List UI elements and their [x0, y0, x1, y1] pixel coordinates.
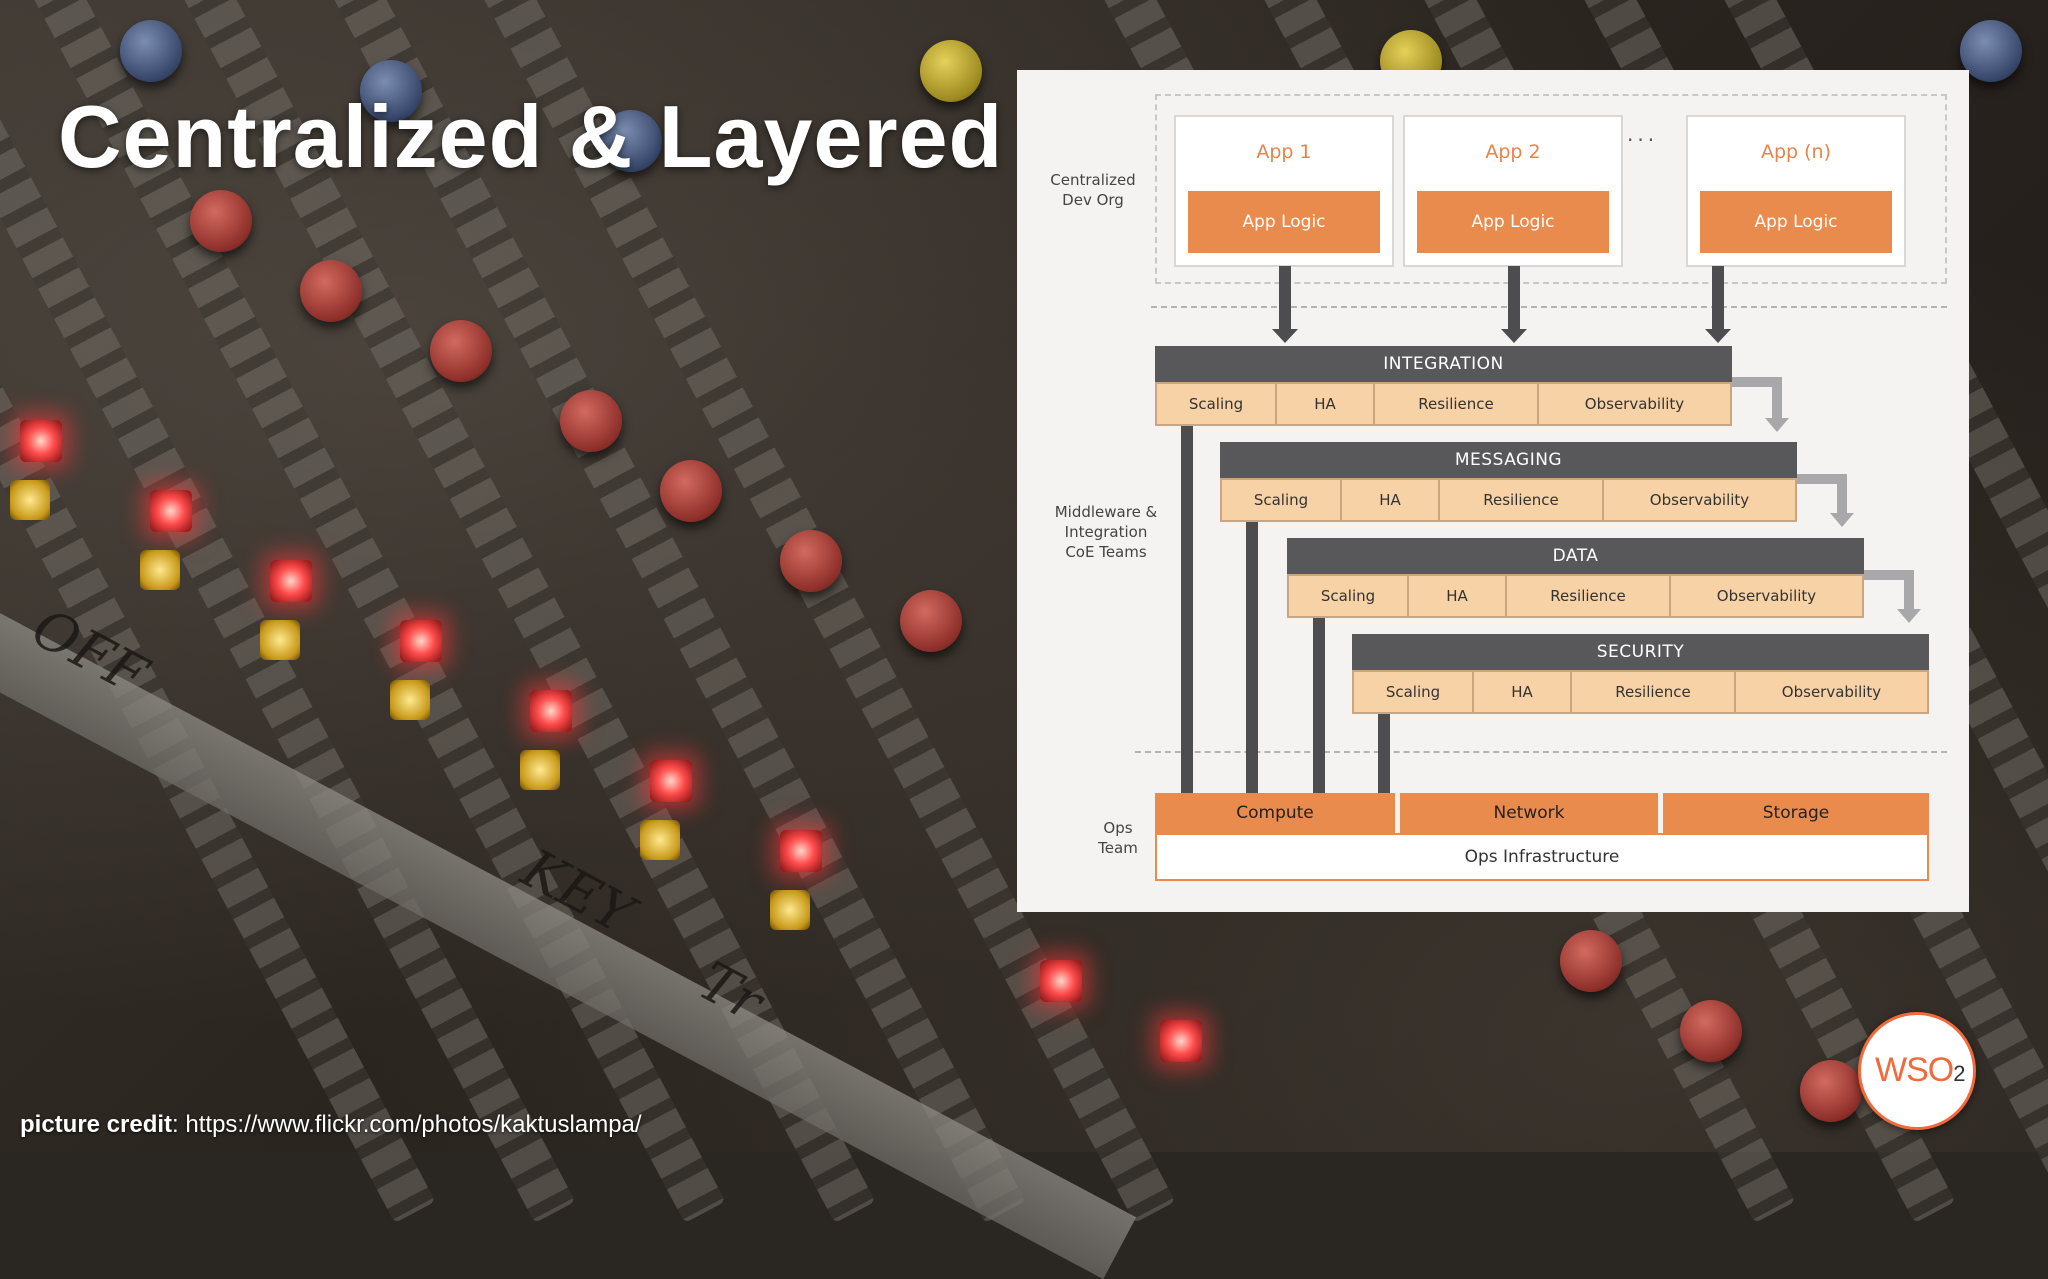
arrow-data-compute — [1313, 618, 1325, 842]
data-scaling: Scaling — [1287, 574, 1409, 618]
arrow-appn — [1712, 266, 1724, 332]
ops-network: Network — [1400, 793, 1658, 833]
arrow-messaging-compute — [1246, 522, 1258, 842]
cascade-integration — [1730, 377, 1782, 387]
arrow-app2 — [1508, 266, 1520, 332]
app-title: App 1 — [1256, 141, 1312, 163]
arrow-app1 — [1279, 266, 1291, 332]
app-card-n: App (n) App Logic — [1686, 115, 1906, 267]
app-card-2: App 2 App Logic — [1403, 115, 1623, 267]
ops-infrastructure: Ops Infrastructure — [1155, 833, 1929, 881]
integration-resilience: Resilience — [1373, 382, 1539, 426]
layer-messaging-header: MESSAGING — [1220, 442, 1797, 478]
slide-title: Centralized & Layered — [58, 87, 1004, 186]
cascade-data-head — [1897, 609, 1921, 623]
messaging-observability: Observability — [1602, 478, 1797, 522]
arrowhead-app1 — [1272, 329, 1298, 343]
cascade-integration-head — [1765, 418, 1789, 432]
security-resilience: Resilience — [1570, 670, 1736, 714]
app-card-1: App 1 App Logic — [1174, 115, 1394, 267]
arrowhead-appn — [1705, 329, 1731, 343]
wso2-logo: WSO2 — [1858, 1012, 1976, 1130]
security-ha: HA — [1472, 670, 1572, 714]
dev-org-container — [1155, 94, 1947, 284]
integration-scaling: Scaling — [1155, 382, 1277, 426]
apps-ellipsis: ... — [1627, 122, 1659, 146]
logo-text: WSO2 — [1875, 1051, 1965, 1089]
ops-separator — [1135, 751, 1947, 753]
label-ops: Ops Team — [1098, 819, 1138, 857]
credit-label: picture credit — [20, 1111, 173, 1138]
cascade-data — [1862, 570, 1914, 580]
picture-credit: picture credit: https://www.flickr.com/p… — [20, 1111, 642, 1139]
app-logic-box: App Logic — [1417, 191, 1609, 253]
credit-url: : https://www.flickr.com/photos/kaktusla… — [172, 1111, 642, 1138]
security-observability: Observability — [1734, 670, 1929, 714]
label-middleware: Middleware & Integration CoE Teams — [1054, 503, 1158, 561]
arrow-integration-compute — [1181, 426, 1193, 842]
app-title: App (n) — [1760, 141, 1832, 163]
arrowhead-app2 — [1501, 329, 1527, 343]
cascade-messaging-head — [1830, 513, 1854, 527]
label-dev-org: Centralized Dev Org — [1050, 171, 1136, 209]
ops-compute: Compute — [1155, 793, 1395, 833]
cascade-messaging-down — [1837, 474, 1847, 516]
integration-observability: Observability — [1537, 382, 1732, 426]
messaging-ha: HA — [1340, 478, 1440, 522]
messaging-resilience: Resilience — [1438, 478, 1604, 522]
app-logic-box: App Logic — [1700, 191, 1892, 253]
messaging-scaling: Scaling — [1220, 478, 1342, 522]
app-title: App 2 — [1485, 141, 1541, 163]
integration-ha: HA — [1275, 382, 1375, 426]
dev-org-separator — [1151, 306, 1947, 308]
cascade-integration-down — [1772, 377, 1782, 421]
layer-security-header: SECURITY — [1352, 634, 1929, 670]
data-resilience: Resilience — [1505, 574, 1671, 618]
cascade-messaging — [1795, 474, 1847, 484]
data-observability: Observability — [1669, 574, 1864, 618]
ops-storage: Storage — [1663, 793, 1929, 833]
layer-data-header: DATA — [1287, 538, 1864, 574]
app-logic-box: App Logic — [1188, 191, 1380, 253]
data-ha: HA — [1407, 574, 1507, 618]
cascade-data-down — [1904, 570, 1914, 612]
security-scaling: Scaling — [1352, 670, 1474, 714]
layer-integration-header: INTEGRATION — [1155, 346, 1732, 382]
architecture-diagram: Centralized Dev Org Middleware & Integra… — [1017, 70, 1969, 912]
